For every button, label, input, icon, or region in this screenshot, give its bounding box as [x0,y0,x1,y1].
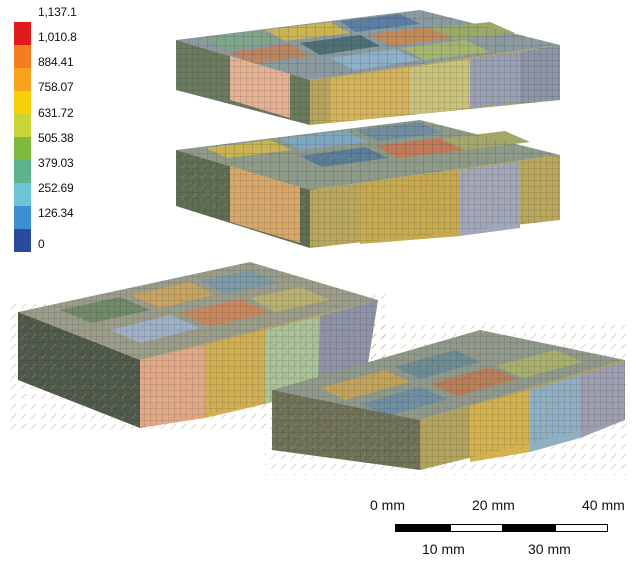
legend-label: 1,010.8 [38,30,77,44]
scale-segment [555,524,608,532]
legend-swatch [14,229,31,252]
legend-swatch [14,137,31,160]
legend-swatch [14,160,31,183]
color-legend: 1,137.1 1,010.8 884.41 758.07 631.72 505… [14,6,94,256]
legend-label: 0 [38,237,45,251]
scale-segment [395,524,450,532]
legend-swatch [14,114,31,137]
legend-label: 379.03 [38,156,74,170]
legend-label: 631.72 [38,106,74,120]
scale-label-bottom: 10 mm [422,541,465,557]
legend-label: 252.69 [38,181,74,195]
legend-swatch [14,91,31,114]
scale-segment [503,524,555,532]
upper-block-front [176,40,560,125]
scale-label-top: 0 mm [370,497,405,513]
legend-label: 884.41 [38,55,74,69]
scale-label-top: 20 mm [472,497,515,513]
legend-swatch [14,183,31,206]
legend-swatch [14,22,31,45]
middle-block [176,120,560,248]
scale-label-top: 40 mm [582,497,625,513]
legend-label: 1,137.1 [38,5,77,19]
legend-label: 126.34 [38,206,74,220]
upper-block-top [176,10,560,80]
deformed-block-right [265,325,630,475]
legend-swatch [14,45,31,68]
scale-segment [450,524,503,532]
scale-label-bottom: 30 mm [528,541,571,557]
legend-label: 758.07 [38,80,74,94]
scale-bar: 0 mm 20 mm 40 mm 10 mm 30 mm [370,495,636,565]
legend-swatch [14,206,31,229]
legend-label: 505.38 [38,131,74,145]
legend-swatch [14,68,31,91]
